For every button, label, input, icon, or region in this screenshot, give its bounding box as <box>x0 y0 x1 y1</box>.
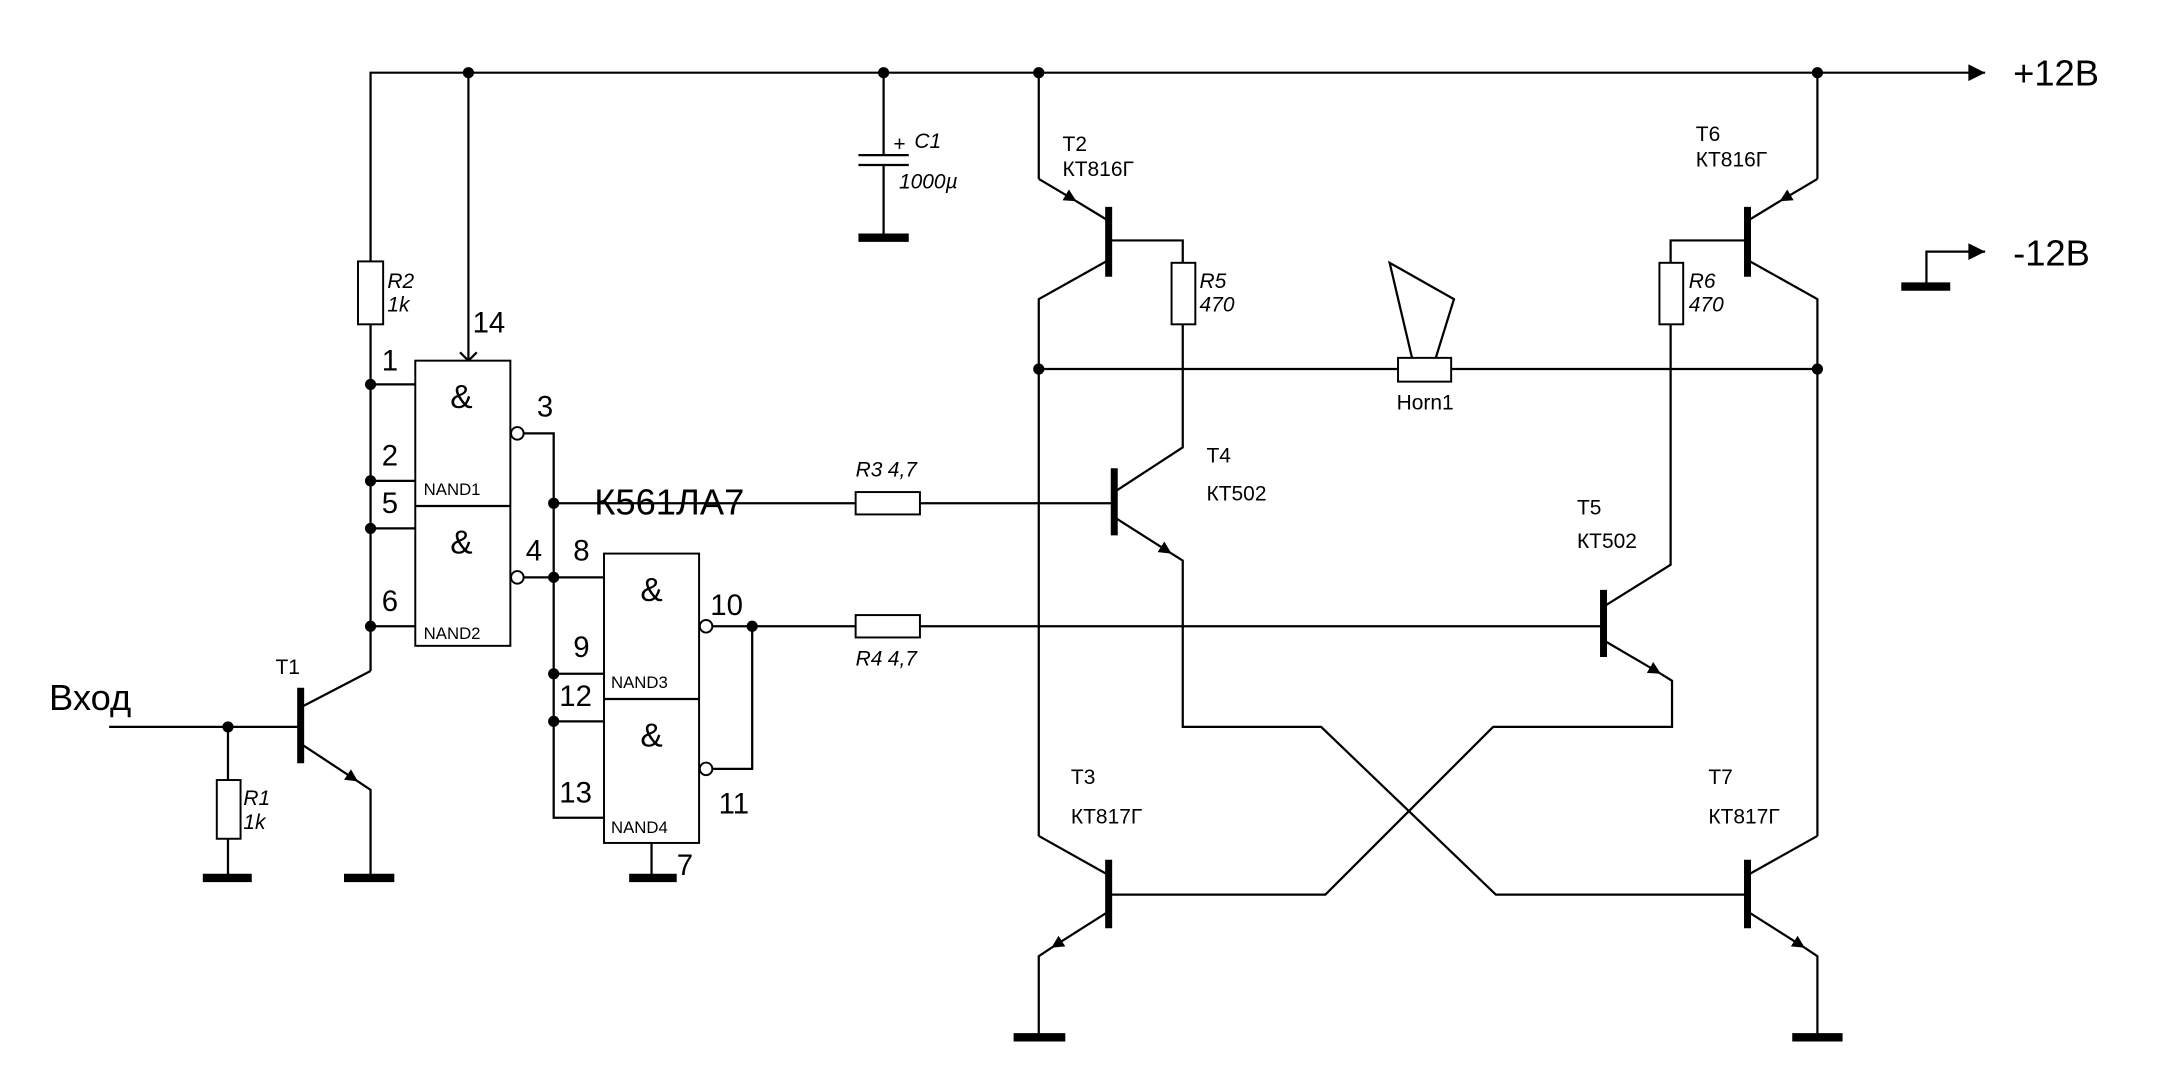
transistor-t5 <box>1108 324 1674 896</box>
pin-3-label: 3 <box>537 391 553 424</box>
pin-6-label: 6 <box>382 585 398 618</box>
pin-13-label: 13 <box>559 776 592 809</box>
c1-value: 1000µ <box>899 171 958 194</box>
r3-name: R3 <box>856 459 883 482</box>
resistor-r5 <box>1113 261 1197 494</box>
transistor-t1 <box>109 670 395 883</box>
horn-icon <box>1387 260 1456 383</box>
pin-7-label: 7 <box>677 849 693 882</box>
pin-9-label: 9 <box>573 631 589 664</box>
resistor-r1 <box>202 726 252 883</box>
ic-part-label: К561ЛА7 <box>594 481 744 522</box>
transistor-t3 <box>1013 834 1113 1042</box>
c1-name: C1 <box>914 130 941 153</box>
r2-value: 1k <box>387 294 411 317</box>
t7-name: T7 <box>1708 766 1732 789</box>
pin-10-label: 10 <box>710 589 743 622</box>
pin-2-label: 2 <box>382 440 398 473</box>
resistor-r4 <box>854 614 921 639</box>
pin-4-label: 4 <box>526 535 542 568</box>
t1-name: T1 <box>276 656 300 679</box>
nand2-label: NAND2 <box>424 624 481 643</box>
t6-name: T6 <box>1696 123 1720 146</box>
r3-value: 4,7 <box>888 459 918 482</box>
t5-name: T5 <box>1577 496 1601 519</box>
transistor-t4 <box>1110 468 1748 896</box>
resistor-r6 <box>1658 239 1748 326</box>
nand1-symbol: & <box>450 379 472 416</box>
r1-name: R1 <box>243 787 270 810</box>
horn-name: Horn1 <box>1397 392 1454 415</box>
t3-type: КТ817Г <box>1071 805 1142 828</box>
t3-name: T3 <box>1071 766 1095 789</box>
c1-polarity: + <box>893 133 905 156</box>
transistor-t2 <box>1033 72 1184 836</box>
t6-type: КТ816Г <box>1696 148 1767 171</box>
nand2-symbol: & <box>450 525 472 562</box>
t4-type: КТ502 <box>1207 482 1267 505</box>
chip-b-outputs <box>629 618 1604 883</box>
nand4-label: NAND4 <box>611 818 668 837</box>
r5-name: R5 <box>1200 270 1227 293</box>
r6-value: 470 <box>1689 294 1724 317</box>
r4-name: R4 <box>856 647 883 670</box>
chip-a-outputs <box>510 426 1115 819</box>
pin-11-label: 11 <box>719 788 749 821</box>
minus-12v-label: -12В <box>2013 233 2090 274</box>
chip-a-inputs <box>364 378 416 632</box>
input-label: Вход <box>49 677 131 718</box>
pin-12-label: 12 <box>559 680 592 713</box>
r4-value: 4,7 <box>888 647 918 670</box>
horn-line <box>1038 363 1823 375</box>
pin-1-label: 1 <box>382 344 398 377</box>
r1-value: 1k <box>243 811 267 834</box>
minus-12v-symbol <box>1901 243 1986 291</box>
plus-12v-rail <box>369 64 1986 672</box>
r2-name: R2 <box>387 270 414 293</box>
pin-5-label: 5 <box>382 487 398 520</box>
nand4-symbol: & <box>640 717 662 754</box>
t4-name: T4 <box>1207 445 1232 468</box>
transistor-t6 <box>1744 72 1819 836</box>
r5-value: 470 <box>1200 294 1235 317</box>
resistor-r2 <box>357 260 385 326</box>
plus-12v-label: +12В <box>2013 52 2099 93</box>
t2-type: КТ816Г <box>1063 158 1134 181</box>
pin-14-label: 14 <box>473 307 506 340</box>
t5-type: КТ502 <box>1577 530 1637 553</box>
nand3-symbol: & <box>640 572 662 609</box>
r6-name: R6 <box>1689 270 1716 293</box>
capacitor-c1 <box>858 72 909 242</box>
nand3-label: NAND3 <box>611 673 668 692</box>
t2-name: T2 <box>1063 133 1087 156</box>
transistor-t7 <box>1744 834 1843 1042</box>
pin-8-label: 8 <box>573 535 589 568</box>
t7-type: КТ817Г <box>1708 805 1779 828</box>
resistor-r3 <box>854 491 921 516</box>
nand1-label: NAND1 <box>424 480 481 499</box>
chip-nand1-nand2 <box>414 359 512 647</box>
